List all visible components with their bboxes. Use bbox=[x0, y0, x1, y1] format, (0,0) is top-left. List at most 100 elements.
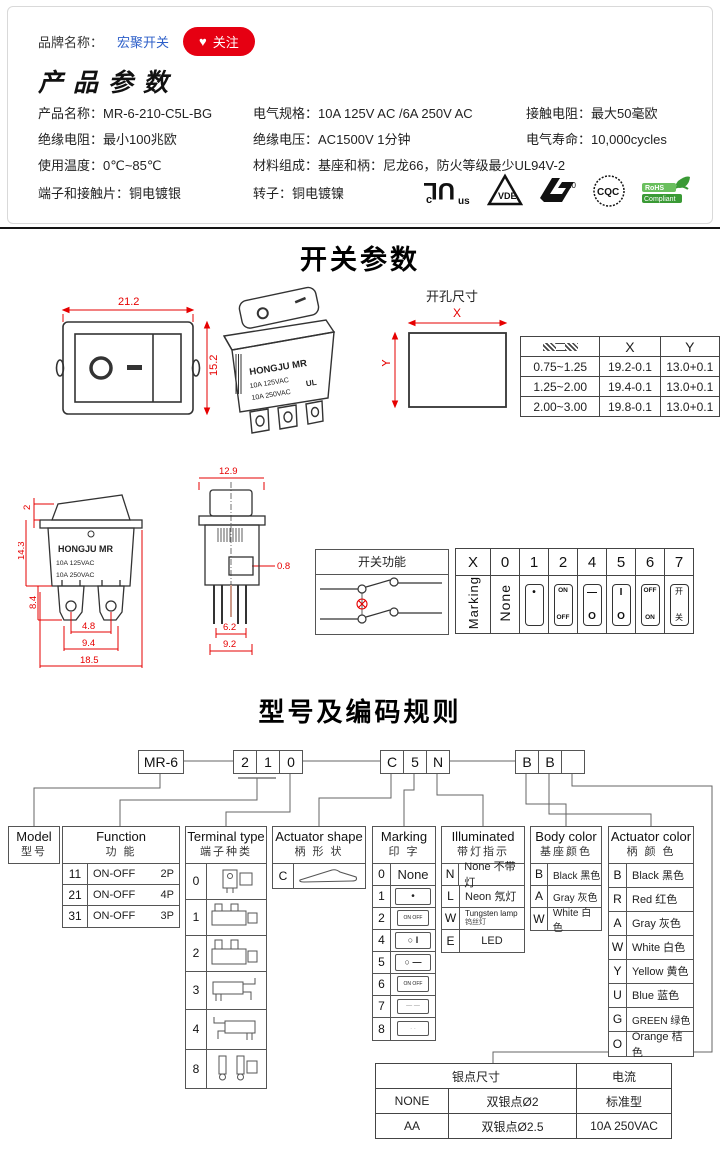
rohs-icon: RoHS Compliant bbox=[642, 176, 690, 203]
code-cell: C bbox=[380, 750, 404, 774]
table-row: 1.25~2.00 19.4-0.1 13.0+0.1 bbox=[519, 376, 720, 397]
switch-function-schematic bbox=[320, 577, 442, 624]
cell: 13.0+0.1 bbox=[659, 396, 720, 417]
code-cell: B bbox=[539, 750, 562, 774]
param-label: 端子和接触片： bbox=[38, 186, 130, 201]
terminal-row: 0 bbox=[186, 863, 266, 900]
cell: 10A 250VAC bbox=[576, 1113, 672, 1139]
header-cell: 4 bbox=[577, 548, 607, 576]
cell: NONE bbox=[375, 1088, 449, 1114]
illuminated-subtitle: 带灯指示 bbox=[457, 846, 509, 859]
terminal-diagram-1 bbox=[211, 903, 258, 926]
silver-point-table: 银点尺寸 电流 NONE 双银点Ø2 标准型 AA 双银点Ø2.5 10A 25… bbox=[375, 1063, 672, 1139]
actuator-color-row: G GREEN 绿色 bbox=[609, 1007, 693, 1032]
param-value: 最小100兆欧 bbox=[103, 132, 177, 147]
param-value: AC1500V 1分钟 bbox=[318, 132, 411, 147]
svg-text:X: X bbox=[453, 306, 461, 320]
actuator-shape-row: C bbox=[273, 863, 365, 888]
terminal-row: 1 bbox=[186, 899, 266, 936]
table-row: NONE 双银点Ø2 标准型 bbox=[375, 1088, 672, 1114]
model-subtitle: 型号 bbox=[21, 846, 47, 859]
marking-box: Marking 印 字 0 None 1 • 2 ON OFF 4 ○ I 5 … bbox=[372, 826, 436, 1041]
terminal-row: 4 bbox=[186, 1009, 266, 1050]
code-box-actuator-marking-illuminated: C 5 N bbox=[380, 750, 450, 774]
col-header-x: X bbox=[599, 336, 661, 357]
code-cell: 1 bbox=[257, 750, 280, 774]
cell: 标准型 bbox=[576, 1088, 672, 1114]
terminal-subtitle: 端子种类 bbox=[200, 846, 252, 859]
actuator-color-title: Actuator color bbox=[610, 829, 692, 844]
illuminated-row: E LED bbox=[442, 929, 524, 952]
actuator-shape-subtitle: 柄 形 状 bbox=[294, 846, 344, 859]
param-product-name: 产品名称：MR-6-210-C5L-BG bbox=[38, 103, 212, 122]
actuator-profile-icon bbox=[299, 868, 358, 883]
actuator-color-row: B Black 黑色 bbox=[609, 863, 693, 888]
front-elevation-drawing: HONGJU MR 10A 125VAC 10A 250VAC 2 14.3 8… bbox=[18, 494, 143, 668]
function-subtitle: 功 能 bbox=[105, 846, 137, 859]
actuator-color-row: A Gray 灰色 bbox=[609, 911, 693, 936]
actuator-shape-title: Actuator shape bbox=[275, 829, 363, 844]
cell: AA bbox=[375, 1113, 449, 1139]
actuator-color-row: U Blue 蓝色 bbox=[609, 983, 693, 1008]
param-value: 基座和柄：尼龙66，防火等级最少UL94V-2 bbox=[318, 158, 566, 173]
param-value: 10,000cycles bbox=[591, 132, 667, 147]
actuator-color-subtitle: 柄 颜 色 bbox=[626, 846, 676, 859]
code-cell bbox=[562, 750, 585, 774]
cell: 19.8-0.1 bbox=[599, 396, 661, 417]
table-row: 2.00~3.00 19.8-0.1 13.0+0.1 bbox=[519, 396, 720, 417]
code-cell: N bbox=[427, 750, 450, 774]
svg-text:9.2: 9.2 bbox=[223, 639, 236, 650]
param-label: 电气寿命： bbox=[526, 132, 592, 147]
marking-row: 6 ON OFF bbox=[373, 973, 435, 996]
cutout-drawing: 开孔尺寸 X Y bbox=[382, 289, 508, 409]
marking-row: 7 — — bbox=[373, 995, 435, 1018]
marking-row: 4 ○ I bbox=[373, 929, 435, 952]
param-label: 产品名称： bbox=[38, 106, 104, 121]
coding-rules-heading: 型号及编码规则 bbox=[258, 697, 462, 727]
terminal-diagram-0 bbox=[222, 869, 253, 894]
code-box-colors: B B bbox=[515, 750, 585, 774]
param-label: 绝缘电阻： bbox=[38, 132, 104, 147]
actuator-shape-box: Actuator shape 柄 形 状 C bbox=[272, 826, 366, 889]
svg-text:10A 125VAC: 10A 125VAC bbox=[249, 377, 289, 390]
param-label: 电气规格： bbox=[253, 106, 319, 121]
svg-text:0.8: 0.8 bbox=[277, 561, 290, 572]
terminal-row: 2 bbox=[186, 935, 266, 972]
code-cell: 5 bbox=[404, 750, 427, 774]
switch-function-box: 开关功能 bbox=[315, 549, 449, 635]
function-row: 11 ON-OFF 2P bbox=[63, 863, 179, 885]
terminal-row: 3 bbox=[186, 971, 266, 1010]
function-row: 31 ON-OFF 3P bbox=[63, 905, 179, 927]
cqc-icon: CQC bbox=[593, 175, 625, 207]
terminal-type-box: Terminal type 端子种类 0 1 2 3 4 8 bbox=[185, 826, 267, 1089]
brand-name-link[interactable]: 宏聚开关 bbox=[117, 35, 170, 50]
header-cell: 7 bbox=[664, 548, 694, 576]
svg-text:开孔尺寸: 开孔尺寸 bbox=[426, 289, 478, 304]
svg-text:2: 2 bbox=[22, 505, 33, 510]
follow-button[interactable]: ♥ 关注 bbox=[183, 27, 255, 56]
certification-logos: c UL us VDE 10 CQC RoHS C bbox=[424, 173, 692, 209]
body-color-row: W White 白色 bbox=[531, 907, 601, 934]
illuminated-row: L Neon 氖灯 bbox=[442, 885, 524, 908]
svg-text:HONGJU MR: HONGJU MR bbox=[58, 544, 114, 554]
table-row: AA 双银点Ø2.5 10A 250VAC bbox=[375, 1113, 672, 1139]
svg-text:14.3: 14.3 bbox=[18, 542, 27, 561]
svg-text:9.4: 9.4 bbox=[82, 638, 95, 649]
param-contact-resistance: 接触电阻：最大50毫欧 bbox=[526, 103, 657, 122]
rocker-symbol-kai-guan: 开关 bbox=[669, 583, 689, 626]
param-electrical-life: 电气寿命：10,000cycles bbox=[526, 129, 667, 148]
panel-thickness-icon bbox=[525, 342, 595, 351]
header-cell: 6 bbox=[635, 548, 665, 576]
param-rotor-plating: 转子：铜电镀镍 bbox=[253, 183, 344, 202]
svg-text:10A 250VAC: 10A 250VAC bbox=[251, 389, 291, 402]
body-color-row: A Gray 灰色 bbox=[531, 885, 601, 908]
actuator-color-box: Actuator color 柄 颜 色 B Black 黑色 R Red 红色… bbox=[608, 826, 694, 1059]
terminal-diagram-2 bbox=[211, 939, 258, 965]
param-electrical-spec: 电气规格：10A 125V AC /6A 250V AC bbox=[253, 103, 473, 122]
cell: 19.2-0.1 bbox=[599, 356, 661, 377]
illuminated-row: W Tungsten lamp 钨丝灯 bbox=[442, 907, 524, 930]
